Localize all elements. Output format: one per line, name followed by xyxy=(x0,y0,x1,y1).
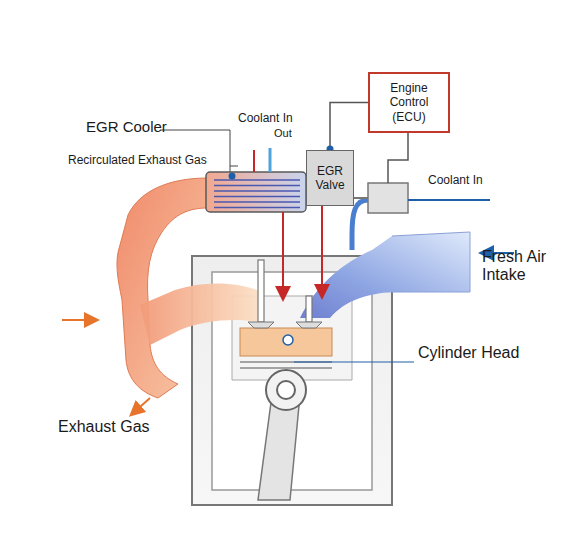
exhaust-label: Exhaust Gas xyxy=(58,418,150,436)
cooler-fin xyxy=(214,185,300,187)
cooler-fin xyxy=(214,190,300,192)
part-label: Cylinder Head xyxy=(418,344,519,362)
coolant-label: Coolant In xyxy=(428,174,483,188)
egr-valve-box: EGR Valve xyxy=(306,150,354,206)
coolant-label: Coolant In xyxy=(238,112,293,126)
cooler-fin xyxy=(214,201,300,203)
part-label: Recirculated Exhaust Gas xyxy=(68,154,207,168)
signal-wire xyxy=(330,103,368,151)
cooler-fin xyxy=(214,196,300,198)
node-text: EGR Valve xyxy=(310,164,350,193)
cooler-fin xyxy=(214,179,300,181)
ecu-box: Engine Control (ECU) xyxy=(368,72,450,133)
part-label: EGR Cooler xyxy=(86,118,167,135)
node-text: Engine Control (ECU) xyxy=(373,81,445,124)
cooler-fin xyxy=(214,207,300,209)
coolant-label: Out xyxy=(274,127,292,140)
intake-label: Fresh Air Intake xyxy=(482,248,574,285)
